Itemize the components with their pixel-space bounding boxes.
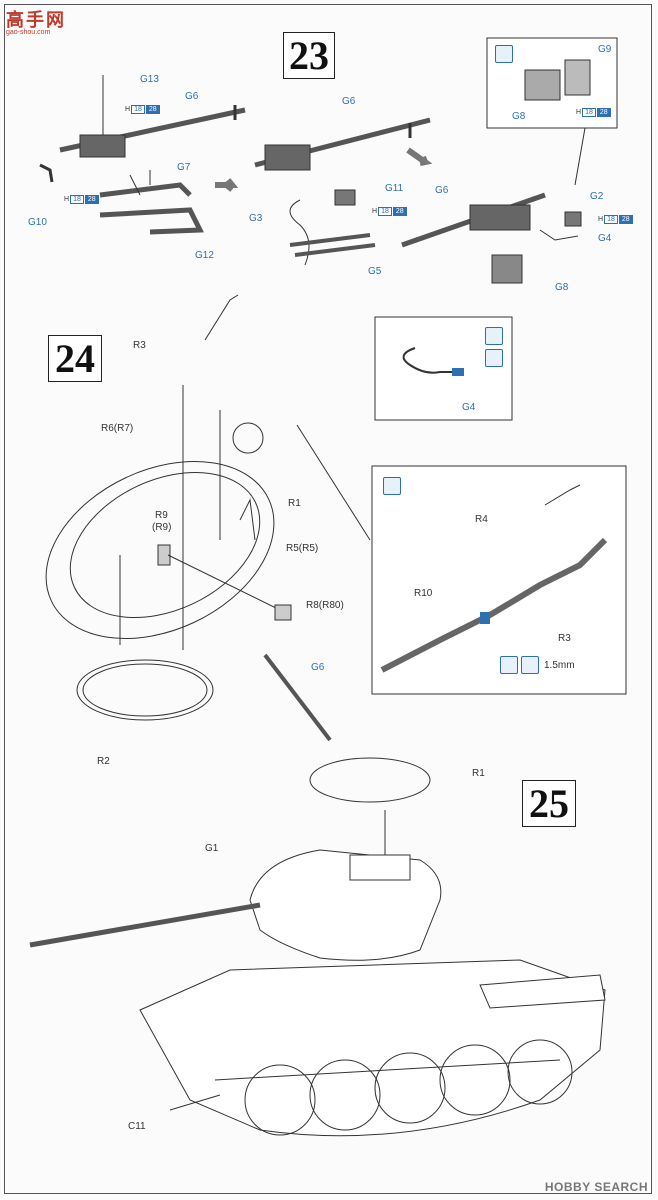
hole-b: 28 bbox=[392, 207, 407, 216]
callout-label-g4: G4 bbox=[462, 402, 476, 413]
part-label-g9: G9 bbox=[598, 44, 612, 55]
drill-icon bbox=[500, 656, 518, 674]
watermark-title: 高手网 bbox=[6, 10, 66, 30]
hole-a: 18 bbox=[70, 195, 84, 204]
part-label-r9-alt: (R9) bbox=[152, 522, 172, 533]
part-label-r6: R6(R7) bbox=[101, 423, 134, 434]
part-label-r9: R9 bbox=[155, 510, 168, 521]
part-label-g2: G2 bbox=[590, 191, 604, 202]
part-label-g6: G6 bbox=[342, 96, 356, 107]
hole-h: H bbox=[125, 106, 131, 113]
hole-b: 28 bbox=[145, 105, 160, 114]
glue-icon bbox=[485, 327, 503, 345]
hole-h: H bbox=[64, 196, 70, 203]
callout-label-r3: R3 bbox=[558, 633, 571, 644]
mg-assembly-3 bbox=[401, 192, 582, 284]
page-frame bbox=[4, 4, 652, 1194]
watermark-url: gao-shou.com bbox=[6, 29, 51, 36]
part-label-g10: G10 bbox=[28, 217, 47, 228]
hole-a: 18 bbox=[604, 215, 618, 224]
part-label-g6: G6 bbox=[435, 185, 449, 196]
hole-b: 28 bbox=[84, 195, 99, 204]
hole-a: 18 bbox=[378, 207, 392, 216]
hole-b: 28 bbox=[596, 108, 611, 117]
part-label-r8: R8(R80) bbox=[306, 600, 344, 611]
part-label-g6: G6 bbox=[311, 662, 325, 673]
mg-assembly-1 bbox=[39, 75, 246, 235]
drill-size-label: 1.5mm bbox=[544, 660, 575, 671]
part-label-g5: G5 bbox=[368, 266, 382, 277]
paint-icon bbox=[485, 349, 503, 367]
part-label-g7: G7 bbox=[177, 162, 191, 173]
step-number-24: 24 bbox=[48, 335, 102, 382]
hole-h: H bbox=[598, 216, 604, 223]
turret-ring-assembly bbox=[45, 294, 292, 721]
part-label-g8: G8 bbox=[512, 111, 526, 122]
part-label-g11: G11 bbox=[385, 183, 404, 194]
hole-a: 18 bbox=[582, 108, 596, 117]
part-label-g1: G1 bbox=[205, 843, 219, 854]
part-label-r2: R2 bbox=[97, 756, 110, 767]
glue-icon bbox=[383, 477, 401, 495]
part-label-r5: R5(R5) bbox=[286, 543, 319, 554]
hole-b: 28 bbox=[618, 215, 633, 224]
step-number-25: 25 bbox=[522, 780, 576, 827]
hole-a: 18 bbox=[131, 105, 145, 114]
part-label-r1: R1 bbox=[472, 768, 485, 779]
paint-icon bbox=[521, 656, 539, 674]
hole-h: H bbox=[372, 208, 378, 215]
part-label-g3: G3 bbox=[249, 213, 263, 224]
mg-assembly-2 bbox=[254, 117, 431, 266]
hole-h: H bbox=[576, 109, 582, 116]
step-number-23: 23 bbox=[283, 32, 335, 79]
watermark-logo: 高手网 gao-shou.com bbox=[6, 6, 66, 36]
part-label-r1: R1 bbox=[288, 498, 301, 509]
part-label-g6: G6 bbox=[185, 91, 199, 102]
callout-label-r4: R4 bbox=[475, 514, 488, 525]
brand-watermark: HOBBY SEARCH bbox=[544, 1180, 648, 1194]
part-label-r3: R3 bbox=[133, 340, 146, 351]
glue-icon bbox=[495, 45, 513, 63]
callout-label-r10: R10 bbox=[414, 588, 433, 599]
part-label-g13: G13 bbox=[140, 74, 159, 85]
part-label-g12: G12 bbox=[195, 250, 214, 261]
part-label-g8: G8 bbox=[555, 282, 569, 293]
part-label-g4: G4 bbox=[598, 233, 612, 244]
part-label-c11: C11 bbox=[128, 1121, 146, 1132]
